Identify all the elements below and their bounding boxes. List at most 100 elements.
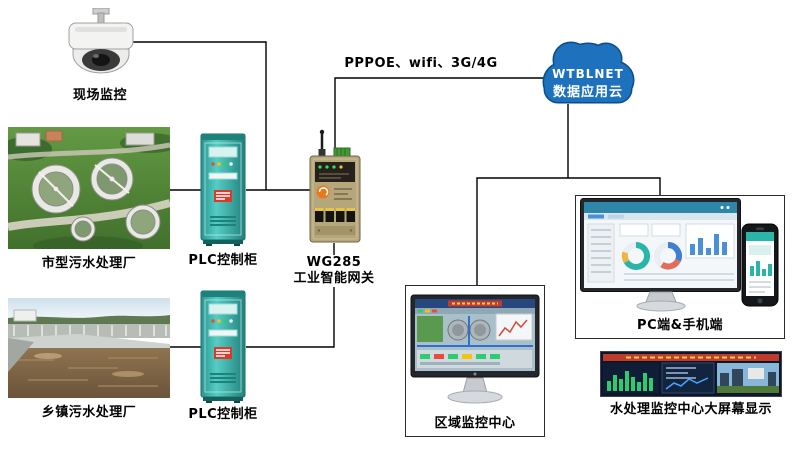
status-cells — [420, 354, 500, 365]
cloud-subtitle: 数据应用云 — [553, 84, 623, 100]
data-text-lines — [666, 367, 696, 379]
foam — [112, 371, 144, 377]
camera-body-highlight — [75, 27, 127, 32]
connector-gateway-to-cloud — [334, 77, 545, 156]
toolbar-chip — [418, 309, 423, 313]
kpi-tile — [619, 223, 649, 237]
railing — [13, 325, 167, 336]
trend-line — [498, 319, 528, 337]
connector-cloud-to-regional-center — [476, 177, 568, 286]
phone-speaker — [756, 227, 764, 230]
camera-label: 现场监控 — [72, 88, 127, 103]
scada-monitor-illustration — [410, 294, 540, 404]
dashboard-nav — [584, 213, 737, 220]
gateway-panel-edge — [312, 158, 358, 240]
connector-cloud-to-pc-mobile — [568, 177, 661, 196]
cabinet-base — [203, 240, 243, 244]
building — [45, 130, 63, 142]
status-leds — [318, 165, 343, 169]
header-dot — [726, 206, 730, 209]
cabinet-foot — [206, 401, 212, 403]
bar-chart-bars — [690, 234, 727, 255]
monitor-base — [447, 390, 503, 404]
sidebar-items — [591, 229, 611, 273]
cabinet-door — [204, 142, 242, 236]
toolbar-chip — [432, 309, 437, 313]
city-plant-photo — [8, 127, 170, 249]
trees — [33, 236, 143, 249]
cabinet-base — [203, 397, 243, 401]
regional-center-label: 区域监控中心 — [434, 416, 516, 431]
antenna-base — [318, 149, 326, 156]
vent-slots — [210, 373, 236, 383]
dashboard-header — [584, 202, 737, 213]
gateway-illustration — [309, 129, 361, 243]
scada-trend-panel — [495, 313, 533, 341]
concrete-wall — [8, 324, 170, 338]
name-strip — [208, 329, 238, 337]
phone-home-button — [757, 298, 763, 304]
concrete-wedge — [8, 338, 34, 372]
pc-mobile-box: PC端&手机端 — [575, 195, 785, 339]
cabinet-foot — [234, 244, 240, 246]
scada-grass-area — [417, 316, 443, 342]
regional-center-box: 区域监控中心 — [405, 285, 545, 437]
screw — [317, 229, 321, 232]
sticker-text-lines — [216, 192, 230, 200]
green-bars — [607, 371, 653, 391]
plc-cabinet-illustration — [200, 133, 246, 246]
nav-tab — [608, 214, 624, 219]
city-photo-green — [717, 386, 779, 393]
building — [13, 309, 37, 322]
building — [125, 132, 155, 146]
town-plant-label: 乡镇污水处理厂 — [41, 405, 137, 420]
city-photo-building-white — [748, 368, 764, 379]
cabinet-foot — [234, 401, 240, 403]
cabinet-foot — [206, 244, 212, 246]
panel-text-lines — [319, 173, 349, 179]
foam — [34, 353, 62, 359]
tank-bridges — [38, 164, 130, 207]
sticker-text-lines — [216, 349, 230, 357]
city-plant-label: 市型污水处理厂 — [41, 256, 137, 271]
led-panel — [315, 162, 355, 182]
pc-monitor-base — [636, 300, 686, 312]
table-rows — [624, 273, 734, 281]
gateway-model-label: WG285 — [288, 255, 380, 272]
connector-camera-to-gateway — [132, 41, 267, 190]
cloud-icon: WTBLNET 数据应用云 — [527, 30, 649, 118]
scada-tank-inner — [474, 324, 486, 336]
scada-toolbar — [415, 308, 535, 314]
name-strip — [208, 172, 238, 180]
cabinet-door — [204, 299, 242, 393]
building — [15, 132, 41, 147]
plc-bottom-label: PLC控制柜 — [188, 407, 258, 422]
cabinet-window — [208, 146, 238, 158]
plc-cabinet-illustration — [200, 290, 246, 403]
cabinet-top-cap — [201, 291, 245, 297]
scada-tank-inner — [452, 324, 464, 336]
city-photo-buildings — [720, 369, 776, 393]
camera-lens-glint — [93, 54, 99, 58]
brand-logo-mark — [318, 187, 329, 196]
donut-segment-yellow — [621, 251, 630, 264]
ptz-camera-icon — [55, 8, 145, 88]
header-dot — [720, 206, 724, 209]
kpi-tile — [651, 223, 681, 237]
model-text-lines — [334, 188, 352, 200]
indicator-lights — [211, 319, 233, 323]
screw — [349, 229, 353, 232]
big-screen-illustration — [600, 351, 782, 397]
hills — [8, 315, 170, 324]
phone-text-lines — [749, 281, 771, 293]
big-screen-icon — [600, 351, 782, 397]
toolbar-chip — [425, 309, 430, 313]
line-chart — [665, 377, 709, 390]
terminal-block — [333, 147, 351, 157]
wan-link-label: PPPOE、wifi、3G/4G — [344, 56, 498, 71]
vent-slots — [210, 216, 236, 226]
cloud-title: WTBLNET — [552, 67, 624, 81]
ethernet-ports — [315, 208, 355, 222]
